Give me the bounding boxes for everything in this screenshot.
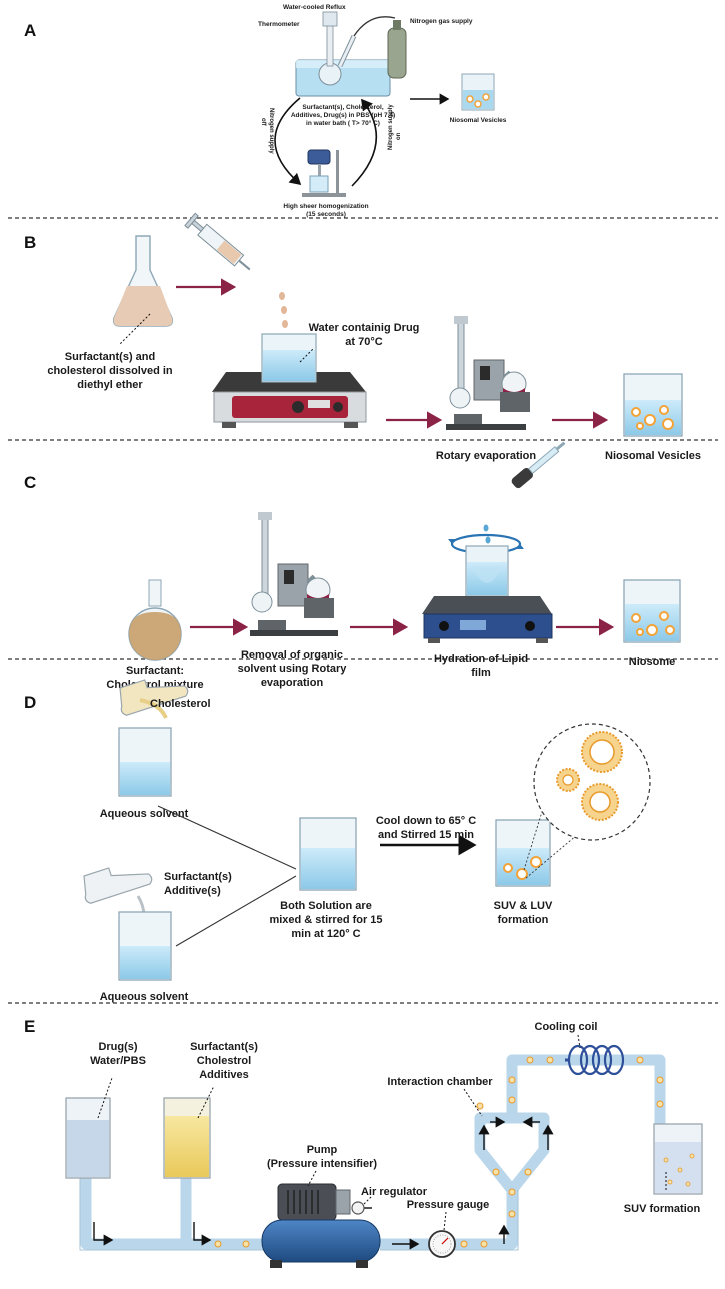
n2-on-label-1: Nitrogen supply: [388, 104, 394, 150]
hydration-label-1: Hydration of Lipid: [434, 653, 528, 665]
surfactant-label-1: Surfactant(s): [190, 1041, 258, 1053]
panel-dividers: [8, 217, 718, 1004]
drug-label-1: Drug(s): [98, 1041, 137, 1053]
niosomal-vesicles-label-b: Niosomal Vesicles: [605, 450, 701, 462]
nitrogen-cylinder: [387, 20, 407, 79]
flask-label-1: Surfactant(s) and: [65, 351, 155, 363]
aqueous-label-bottom: Aqueous solvent: [100, 991, 189, 1003]
suv-collection-vessel: [653, 1123, 703, 1195]
beaker-aqueous-bottom: [118, 911, 172, 981]
bath-label-1: Surfactant(s), Cholesterol,: [302, 104, 383, 111]
nitrogen-supply-label: Nitrogen gas supply: [410, 18, 473, 25]
hotplate-b: [212, 372, 367, 428]
air-regulator-label: Air regulator: [361, 1186, 428, 1198]
pressure-gauge: [428, 1211, 456, 1258]
water-drug-label-2: at 70°C: [345, 336, 382, 348]
reservoir-drug: [65, 1077, 113, 1179]
water-drug-label-1: Water containig Drug: [309, 322, 420, 334]
mixed-label-1: Both Solution are: [280, 900, 372, 912]
pump-label-2: (Pressure intensifier): [267, 1158, 377, 1170]
n2-off-label-1: Nitrogen supply: [268, 108, 274, 154]
panel-a: A Water-cooled Reflux Thermometer Nitrog…: [24, 4, 507, 218]
bath-label-2: Additives, Drug(s) in PBS (pH 7.4): [291, 112, 395, 119]
panel-e: E: [24, 1017, 703, 1268]
mix-line-bottom: [175, 875, 297, 947]
cooling-coil: [565, 1044, 625, 1076]
thermometer-label: Thermometer: [258, 21, 300, 28]
pipette-c: [483, 441, 566, 544]
vesicles-beaker-b: [623, 373, 683, 437]
n2-off-label-2: off: [260, 118, 266, 127]
rotary-evaporation-label: Rotary evaporation: [436, 450, 537, 462]
pump-label-1: Pump: [307, 1144, 338, 1156]
homogenization-label-2: (15 seconds): [306, 211, 346, 218]
hydration-label-2: film: [471, 667, 491, 679]
round-flask-c: [128, 579, 182, 661]
vesicles-beaker-a: [461, 73, 495, 111]
aqueous-label-top: Aqueous solvent: [100, 808, 189, 820]
mixture-label-1: Surfactant:: [126, 665, 184, 677]
particle-dots: [214, 1056, 664, 1248]
pressure-gauge-label: Pressure gauge: [407, 1199, 490, 1211]
homogenizer: [302, 149, 346, 197]
pump: [261, 1183, 381, 1268]
flask-label-2: cholesterol dissolved in: [47, 365, 173, 377]
mix-line-top: [157, 805, 297, 870]
syringe: [184, 212, 288, 328]
vesicle-zoom-circle: [533, 723, 651, 841]
panel-d-letter: D: [24, 693, 36, 712]
surfactant-label-2: Cholestrol: [197, 1055, 251, 1067]
surfactant-label: Surfactant(s): [164, 871, 232, 883]
panel-c: C Surfactant: Cholestrol mixture Removal…: [24, 441, 681, 691]
cool-label-1: Cool down to 65° C: [376, 815, 476, 827]
removal-label-1: Removal of organic: [241, 649, 343, 661]
panel-e-letter: E: [24, 1017, 35, 1036]
surfactant-label-3: Additives: [199, 1069, 249, 1081]
panel-b: B Surfactant(s) and cholesterol dissolve…: [24, 212, 701, 462]
panel-b-letter: B: [24, 233, 36, 252]
cycle-arrow-right: [351, 98, 378, 187]
additive-label: Additive(s): [164, 885, 221, 897]
n2-on-label-2: on: [396, 132, 402, 140]
mixed-label-3: min at 120° C: [291, 928, 360, 940]
cholesterol-label: Cholesterol: [150, 698, 211, 710]
suv-formation-label: SUV formation: [624, 1203, 701, 1215]
pouring-flask-surfactant: [83, 867, 153, 928]
flask-label-3: diethyl ether: [77, 379, 143, 391]
beaker-aqueous-top: [118, 727, 172, 797]
reflux-label: Water-cooled Reflux: [283, 4, 346, 11]
drug-label-2: Water/PBS: [90, 1055, 146, 1067]
beaker-water-drug: [261, 333, 317, 383]
homogenization-label-1: High sheer homogenization: [283, 203, 368, 210]
reservoir-surfactant: [163, 1085, 215, 1179]
erlenmeyer-flask-b: [112, 235, 174, 345]
rotary-evaporator-b: [446, 316, 530, 430]
beaker-suv-luv: [495, 819, 551, 887]
panel-c-letter: C: [24, 473, 36, 492]
removal-label-3: evaporation: [261, 677, 324, 689]
niosome-label: Niosome: [629, 656, 675, 668]
rotary-evaporator-c: [250, 512, 338, 636]
panel-a-letter: A: [24, 21, 36, 40]
niosomal-vesicles-label-a: Niosomal Vesicles: [450, 117, 507, 124]
beaker-mixed: [299, 817, 357, 891]
panel-d: D Cholesterol Aqueous solvent Surfactant…: [24, 679, 651, 1003]
cycle-arrow-left: [274, 97, 302, 186]
suv-luv-label-2: formation: [498, 914, 549, 926]
cool-label-2: and Stirred 15 min: [378, 829, 474, 841]
reflux-setup: [295, 11, 396, 97]
hydration-setup: [422, 533, 553, 643]
mixed-label-2: mixed & stirred for 15: [269, 914, 382, 926]
bath-label-3: in water bath ( T> 70° C): [306, 119, 380, 127]
removal-label-2: solvent using Rotary: [238, 663, 348, 675]
interaction-chamber-label: Interaction chamber: [387, 1076, 493, 1088]
suv-luv-label-1: SUV & LUV: [494, 900, 553, 912]
cooling-coil-label: Cooling coil: [535, 1021, 598, 1033]
pipe-outline: [79, 1176, 519, 1251]
air-regulator: [351, 1195, 373, 1215]
flow-arrows: [93, 1116, 554, 1250]
niosome-beaker-c: [623, 579, 681, 643]
